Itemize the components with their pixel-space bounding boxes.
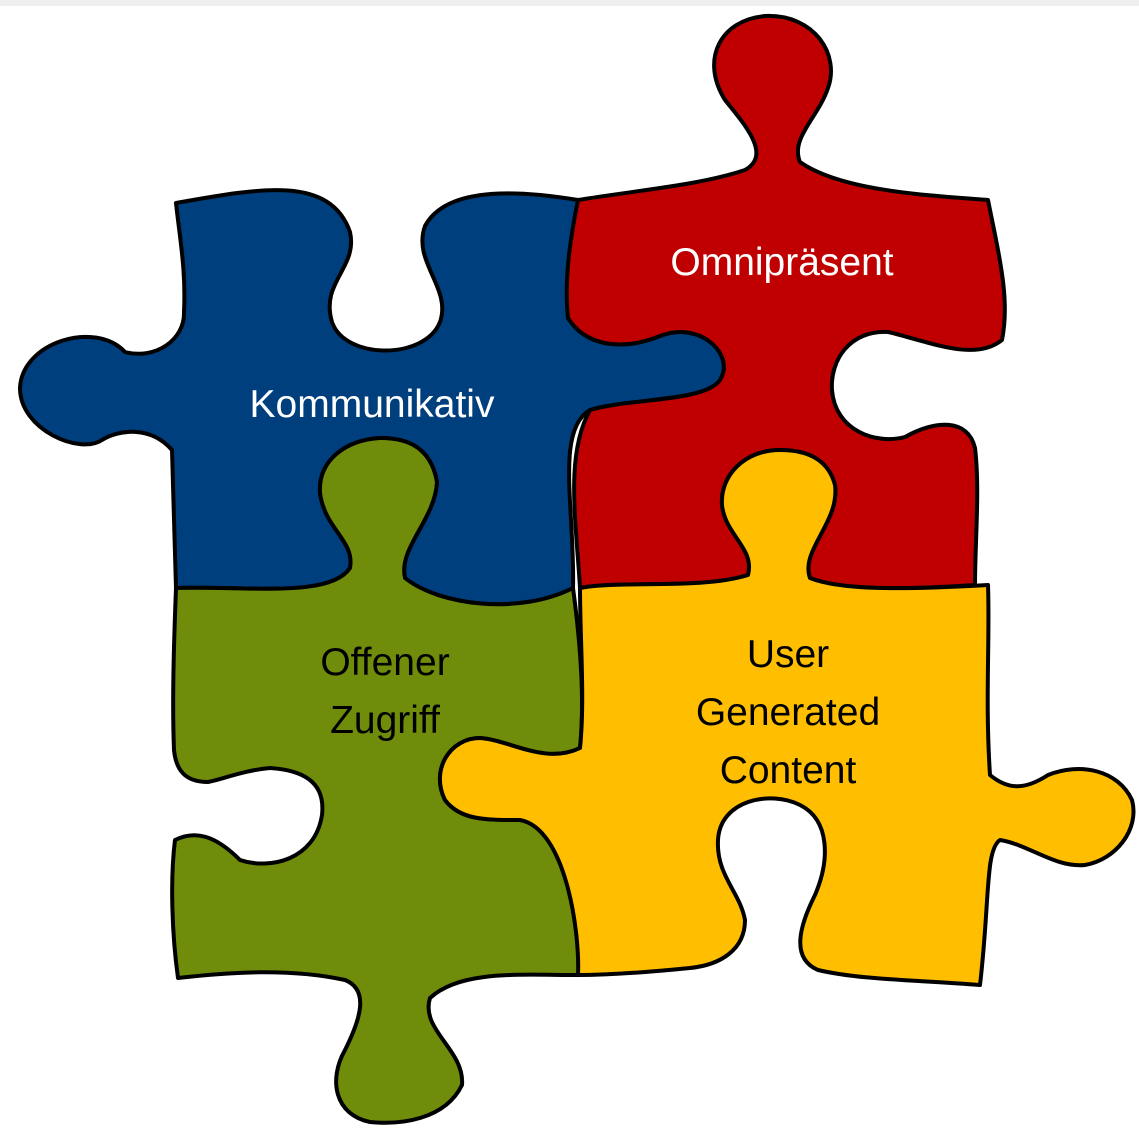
label-omnipraesent: Omnipräsent (670, 234, 893, 292)
label-line: Offener (320, 641, 450, 684)
top-band (0, 0, 1139, 6)
label-line: Content (719, 749, 857, 792)
puzzle-piece-user-generated-content (438, 448, 1136, 987)
label-offener-zugriff: Offener Zugriff (320, 634, 449, 750)
label-line: Omnipräsent (670, 241, 894, 284)
label-line: Generated (695, 691, 881, 734)
label-user-generated-content: User Generated Content (696, 626, 880, 800)
label-line: Zugriff (330, 699, 440, 742)
puzzle-piece-offener-zugriff (170, 436, 585, 1125)
label-kommunikativ: Kommunikativ (250, 376, 495, 434)
puzzle-piece-omnipraesent (564, 13, 1007, 591)
label-line: User (746, 633, 830, 676)
label-line: Kommunikativ (249, 383, 495, 426)
